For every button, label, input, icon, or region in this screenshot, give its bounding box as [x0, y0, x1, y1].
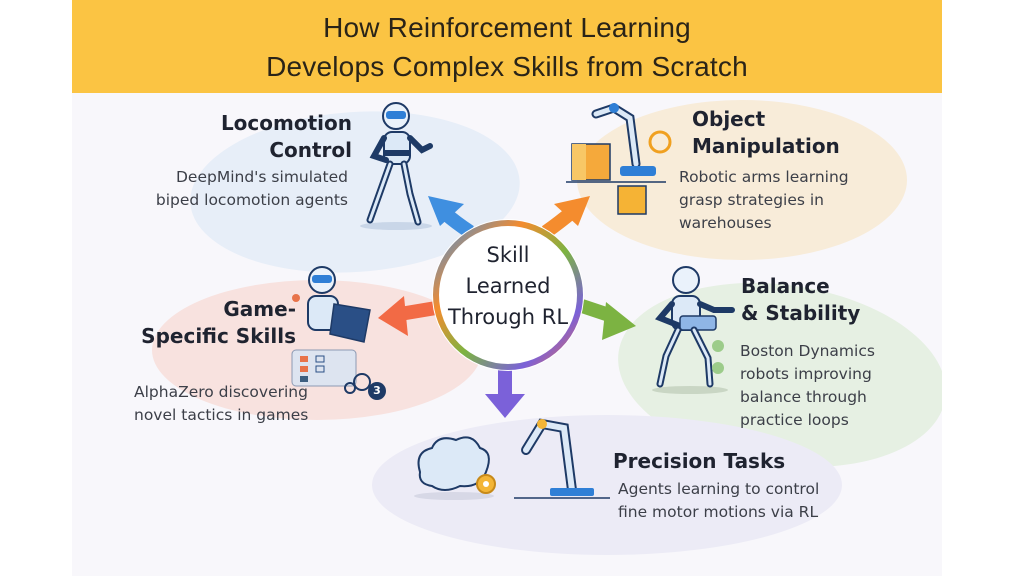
center-label-line-2: Learned [465, 274, 551, 298]
balance-title-line-1: Balance [741, 274, 830, 298]
object-manipulation-desc-line-1: Robotic arms learning [679, 168, 849, 186]
balance-desc-line-4: practice loops [740, 411, 849, 429]
title-line-2: Develops Complex Skills from Scratch [266, 51, 748, 82]
object-manipulation-title-line-1: Object [692, 107, 766, 131]
center-label: Skill Learned Through RL [432, 240, 584, 333]
game-skills-description: AlphaZero discovering novel tactics in g… [134, 381, 354, 427]
locomotion-desc-line-1: DeepMind's simulated [175, 168, 348, 186]
header-banner [72, 0, 942, 93]
game-step-badge: 3 [368, 382, 386, 400]
locomotion-desc-line-2: biped locomotion agents [155, 191, 348, 209]
balance-desc-line-1: Boston Dynamics [740, 342, 875, 360]
precision-title: Precision Tasks [613, 449, 786, 473]
balance-desc-line-2: robots improving [740, 365, 872, 383]
brain-gear-robotic-arm-icon [414, 418, 610, 500]
game-skills-title: Game- Specific Skills [130, 296, 296, 350]
object-manipulation-description: Robotic arms learning grasp strategies i… [679, 166, 889, 235]
arrow-left-icon [378, 296, 438, 336]
precision-description: Agents learning to control fine motor mo… [618, 478, 858, 524]
center-label-line-3: Through RL [447, 305, 569, 329]
arrow-down-icon [485, 370, 525, 418]
balancing-robot-icon [652, 266, 735, 394]
center-label-line-1: Skill [486, 243, 530, 267]
locomotion-description: DeepMind's simulated biped locomotion ag… [120, 166, 348, 212]
object-manipulation-title-line-2: Manipulation [692, 134, 840, 158]
balance-desc-line-3: balance through [740, 388, 867, 406]
robot-with-tablet-icon [291, 266, 371, 394]
object-manipulation-desc-line-2: grasp strategies in [679, 191, 825, 209]
locomotion-title-line-1: Locomotion [220, 111, 352, 135]
arrow-right-icon [579, 299, 636, 340]
robotic-arm-boxes-icon [566, 103, 672, 215]
game-skills-desc-line-2: novel tactics in games [134, 406, 309, 424]
game-skills-desc-line-1: AlphaZero discovering [134, 383, 308, 401]
center-ring [433, 220, 583, 370]
object-manipulation-title: Object Manipulation [692, 106, 852, 160]
balance-description: Boston Dynamics robots improving balance… [740, 340, 900, 432]
balance-title: Balance & Stability [741, 273, 881, 327]
infographic-panel: How Reinforcement Learning Develops Comp… [72, 0, 942, 576]
locomotion-title: Locomotion Control [180, 110, 352, 164]
precision-desc-line-1: Agents learning to control [618, 480, 820, 498]
game-skills-title-line-1: Game- [223, 297, 296, 321]
balance-title-line-2: & Stability [741, 301, 861, 325]
object-manipulation-desc-line-3: warehouses [679, 214, 772, 232]
precision-desc-line-2: fine motor motions via RL [618, 503, 819, 521]
title-line-1: How Reinforcement Learning [323, 12, 691, 43]
walking-robot-icon [360, 102, 433, 230]
locomotion-title-line-2: Control [269, 138, 352, 162]
game-skills-title-line-2: Specific Skills [141, 324, 296, 348]
